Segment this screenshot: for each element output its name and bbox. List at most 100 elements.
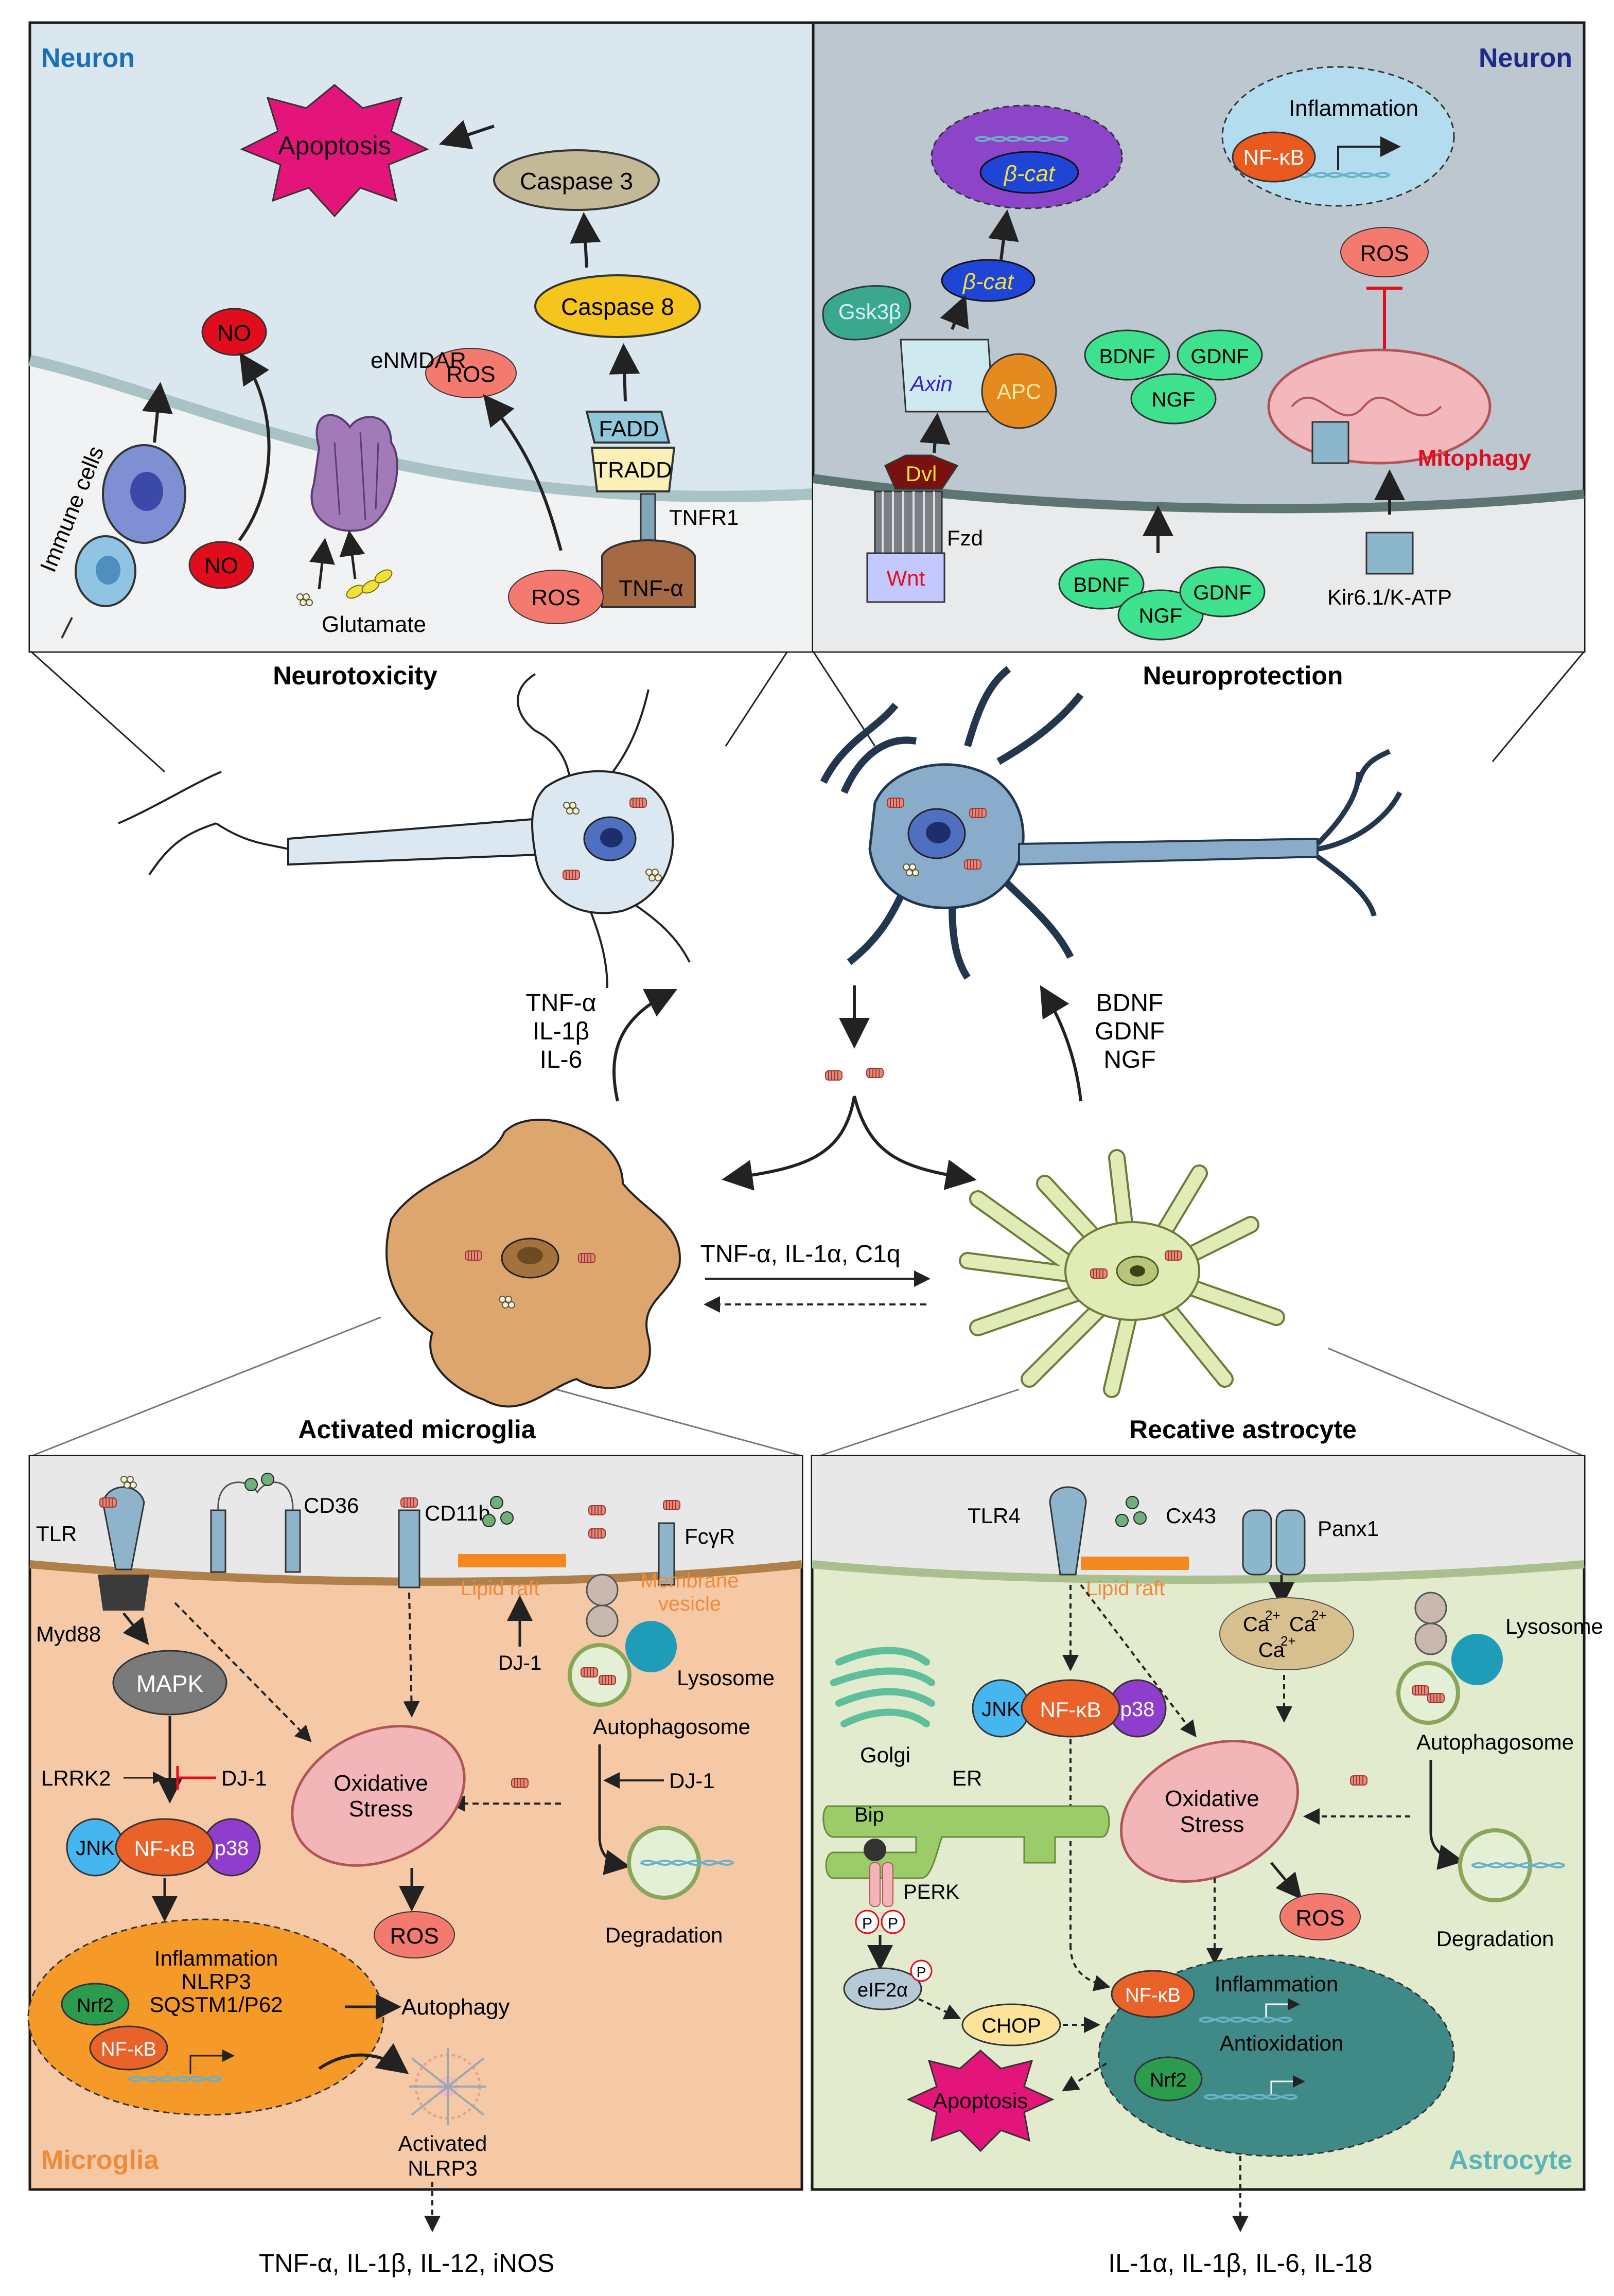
oxidative-stress-mito: Oxidative Stress: [291, 1725, 466, 1867]
svg-text:NO: NO: [217, 321, 251, 346]
ros-top: ROS: [425, 348, 517, 398]
svg-text:Dvl: Dvl: [906, 462, 937, 486]
fzd-receptor: Fzd: [874, 490, 983, 559]
svg-text:Oxidative: Oxidative: [334, 1771, 428, 1796]
svg-text:ROS: ROS: [531, 585, 580, 610]
activated-microglia-cell: [385, 1119, 681, 1408]
svg-text:Lipid raft: Lipid raft: [1086, 1577, 1165, 1600]
svg-text:IL-1β: IL-1β: [533, 1018, 589, 1045]
svg-text:Ca: Ca: [1258, 1639, 1285, 1662]
caspase3-node: Caspase 3: [493, 149, 660, 211]
reactive-astrocyte-cell: [959, 1149, 1285, 1398]
crosstalk-label: TNF-α, IL-1α, C1q: [700, 1241, 901, 1268]
degradation: Degradation: [1436, 1828, 1566, 1951]
svg-text:NGF: NGF: [1152, 388, 1195, 411]
autophagosome: Autophagosome: [1396, 1661, 1574, 1754]
panel-title: Neuron: [41, 43, 135, 73]
svg-text:NF-κB: NF-κB: [1125, 1985, 1181, 2006]
svg-text:TRADD: TRADD: [594, 457, 672, 483]
nlrp3-inflammasome: Activated NLRP3: [398, 2048, 487, 2180]
caspase8-node: Caspase 8: [534, 274, 701, 338]
mapk-node: MAPK: [112, 1650, 227, 1716]
svg-text:Caspase 8: Caspase 8: [561, 293, 674, 320]
svg-text:PERK: PERK: [903, 1881, 959, 1903]
svg-text:2+: 2+: [1280, 1633, 1296, 1649]
tlr4-receptor: [1049, 1486, 1087, 1576]
mitophagy-label: Mitophagy: [1418, 446, 1532, 471]
svg-text:NF-κB: NF-κB: [134, 1836, 196, 1861]
svg-text:NLRP3: NLRP3: [181, 1969, 251, 1993]
wnt-ligand: Wnt: [866, 552, 945, 603]
svg-text:P: P: [888, 1915, 898, 1932]
svg-text:p38: p38: [215, 1837, 249, 1860]
svg-text:Inflammation: Inflammation: [154, 1946, 278, 1970]
svg-text:Activated: Activated: [398, 2131, 487, 2156]
svg-text:Lysosome: Lysosome: [677, 1666, 775, 1690]
microglia-output: TNF-α, IL-1β, IL-12, iNOS: [259, 2249, 554, 2277]
svg-text:Ca: Ca: [1243, 1613, 1270, 1636]
cx43-channel: Cx43: [1115, 1496, 1216, 1528]
svg-text:Caspase 3: Caspase 3: [520, 168, 633, 195]
tlr-receptor: [99, 1476, 145, 1570]
svg-text:Cx43: Cx43: [1166, 1504, 1216, 1528]
panel-title: Microglia: [41, 2145, 159, 2175]
middle-section: Neurotoxicity Neuroprotection: [30, 650, 1585, 1457]
svg-text:Inflammation: Inflammation: [1289, 96, 1418, 121]
svg-text:Antioxidation: Antioxidation: [1220, 2031, 1344, 2055]
ros-node: ROS: [374, 1911, 455, 1958]
svg-text:SQSTM1/P62: SQSTM1/P62: [149, 1992, 283, 2017]
panel-title: Astrocyte: [1449, 2145, 1572, 2175]
dj1-raft: DJ-1: [498, 1652, 541, 1674]
tnfr1-receptor: TNFR1: [640, 493, 739, 552]
myd88-adapter: [98, 1575, 149, 1611]
immune-cell-small: [75, 535, 136, 607]
myd88-label: Myd88: [36, 1622, 101, 1646]
lysosome: Lysosome: [1414, 1592, 1603, 1685]
autophagosome: Autophagosome: [568, 1643, 750, 1739]
dvl-protein: Dvl: [884, 454, 959, 490]
tnfa-ligand: TNF-α: [601, 539, 696, 608]
svg-text:Nrf2: Nrf2: [77, 1995, 114, 2017]
no-bottom: NO: [188, 541, 254, 589]
svg-text:β-cat: β-cat: [962, 269, 1014, 294]
svg-text:TNF-α: TNF-α: [619, 576, 683, 601]
kir-channel: [1365, 532, 1414, 575]
nucleus-bcat: β-cat: [931, 104, 1123, 209]
ngf-bottom: NGF: [1117, 589, 1204, 641]
ros-node: ROS: [1279, 1893, 1361, 1940]
immune-cell-large: [102, 444, 186, 544]
chop-node: CHOP: [961, 2003, 1061, 2046]
axin-protein: Axin: [900, 339, 994, 413]
svg-text:Stress: Stress: [1180, 1812, 1244, 1837]
bdnf-bottom: BDNF: [1058, 558, 1145, 610]
panx1-channel: Panx1: [1242, 1509, 1379, 1576]
ros-node: ROS: [1340, 227, 1429, 277]
cd11b-receptor: CD11b: [398, 1496, 514, 1588]
gdnf-top: GDNF: [1177, 329, 1263, 381]
svg-text:APC: APC: [997, 379, 1041, 403]
svg-text:NO: NO: [204, 553, 238, 578]
svg-text:Stress: Stress: [349, 1796, 413, 1822]
panel-title: Neuron: [1479, 43, 1572, 73]
svg-text:β-cat: β-cat: [1003, 161, 1056, 186]
svg-text:ROS: ROS: [446, 362, 495, 387]
apoptosis-star: Apoptosis: [240, 84, 429, 218]
svg-text:P: P: [917, 1964, 926, 1980]
lipid-raft: Lipid raft: [1081, 1557, 1189, 1600]
calcium-pool: Ca 2+ Ca 2+ Ca 2+: [1219, 1597, 1354, 1670]
svg-text:Nrf2: Nrf2: [1150, 2070, 1187, 2091]
jnk-nfkb-p38: JNK p38 NF-κB: [66, 1818, 261, 1877]
glutamate-molecules: [346, 569, 393, 599]
gsk3b-protein: Gsk3β: [822, 285, 911, 341]
svg-text:Panx1: Panx1: [1318, 1516, 1379, 1541]
fcyr-receptor: FcγR: [588, 1500, 735, 1586]
svg-text:BDNF: BDNF: [1099, 345, 1155, 368]
fadd-box: FADD: [585, 411, 671, 444]
svg-text:Membrane: Membrane: [640, 1569, 739, 1592]
reactive-astrocyte-label: Recative astrocyte: [1129, 1415, 1357, 1444]
panel-neuron-neurotoxicity: Neuron Apoptosis Caspase 3 Caspase 8 FAD…: [28, 21, 815, 653]
svg-text:TNFR1: TNFR1: [669, 505, 739, 529]
svg-text:2+: 2+: [1311, 1608, 1327, 1623]
ngf-top: NGF: [1130, 373, 1217, 425]
